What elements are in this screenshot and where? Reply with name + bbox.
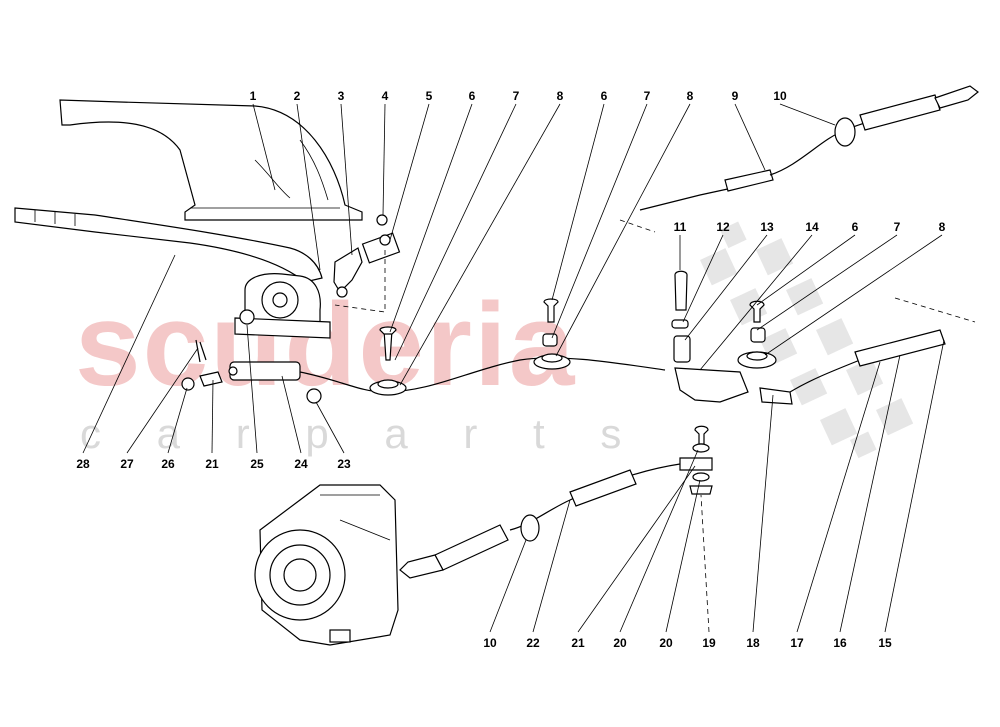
watermark: scuderia c a r p a r t s	[75, 221, 914, 459]
right-bracket-assembly	[671, 270, 976, 405]
callout-9: 9	[732, 89, 739, 103]
lower-cable-assembly	[399, 425, 713, 579]
callout-11: 11	[674, 220, 687, 234]
callout-18: 18	[746, 636, 760, 650]
callout-22: 22	[526, 636, 540, 650]
callout-14: 14	[805, 220, 819, 234]
watermark-main-text: scuderia	[75, 279, 576, 411]
callout-20: 20	[613, 636, 627, 650]
callout-numbers: 1 2 3 4 5 6 7 8 6 7 8 9 10 11 12 13 14 6…	[76, 89, 945, 650]
callout-1: 1	[250, 89, 257, 103]
callout-23: 23	[337, 457, 351, 471]
callout-8b: 8	[687, 89, 694, 103]
callout-10b: 10	[483, 636, 497, 650]
callout-13: 13	[760, 220, 774, 234]
callout-5: 5	[426, 89, 433, 103]
handbrake-lever	[14, 207, 363, 339]
rear-wheel-hub	[254, 484, 399, 646]
callout-24: 24	[294, 457, 308, 471]
rear-cable-top	[619, 85, 979, 233]
callout-17: 17	[790, 636, 804, 650]
callout-15: 15	[878, 636, 892, 650]
callout-4: 4	[382, 89, 389, 103]
callout-6: 6	[469, 89, 476, 103]
small-parts-left	[181, 214, 401, 404]
callout-2: 2	[294, 89, 301, 103]
callout-7: 7	[513, 89, 520, 103]
callout-7c: 7	[894, 220, 901, 234]
callout-19: 19	[702, 636, 716, 650]
handbrake-cover	[59, 99, 363, 221]
watermark-sub-text: c a r p a r t s	[80, 410, 643, 457]
callout-16: 16	[833, 636, 847, 650]
callout-8: 8	[557, 89, 564, 103]
callout-26: 26	[161, 457, 175, 471]
callout-8c: 8	[939, 220, 946, 234]
callout-25: 25	[250, 457, 264, 471]
callout-6b: 6	[601, 89, 608, 103]
checkered-flag-watermark	[700, 221, 914, 459]
callout-21b: 21	[571, 636, 585, 650]
callout-28: 28	[76, 457, 90, 471]
callout-21: 21	[205, 457, 219, 471]
callout-3: 3	[338, 89, 345, 103]
callout-27: 27	[120, 457, 134, 471]
front-cable-run	[299, 298, 666, 396]
callout-12: 12	[716, 220, 730, 234]
callout-6c: 6	[852, 220, 859, 234]
callout-10: 10	[773, 89, 787, 103]
callout-20b: 20	[659, 636, 673, 650]
callout-7b: 7	[644, 89, 651, 103]
leader-lines	[82, 103, 945, 633]
